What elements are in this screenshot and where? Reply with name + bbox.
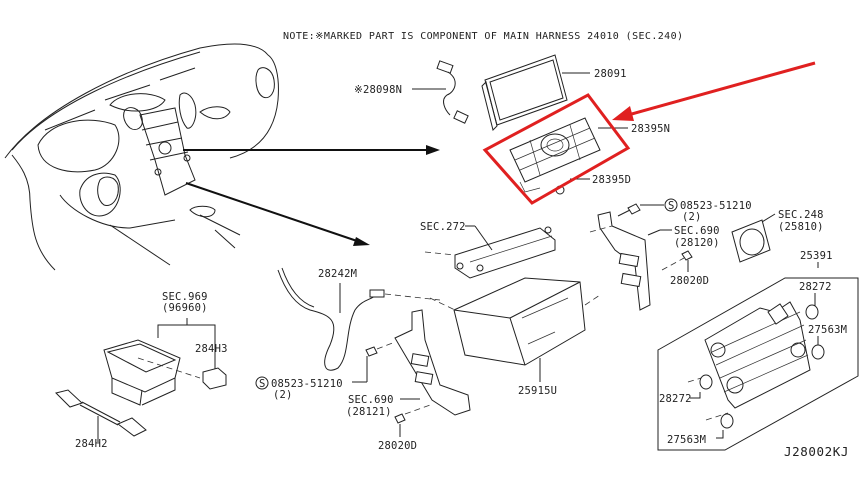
part-284H2-usb-cable: 284H2 [55, 389, 147, 450]
label-28020D-top: 28020D [670, 275, 709, 287]
label-28020D-bottom: 28020D [378, 440, 417, 452]
label-25391: 25391 [800, 250, 833, 262]
diagram-code: J28002KJ [784, 444, 849, 459]
screw-symbol-bottom: S [259, 378, 266, 390]
part-28395N-control-unit: 28395N 28395D [509, 117, 670, 195]
label-27563M-top: 27563M [808, 324, 847, 336]
dashboard-pointer-arrows [183, 145, 440, 246]
label-27563M-bottom: 27563M [667, 434, 706, 446]
label-25915U: 25915U [518, 385, 557, 397]
label-screw-bottom-qty: (2) [273, 389, 293, 401]
highlight-arrow [627, 61, 816, 117]
dashboard-illustration [4, 43, 279, 271]
label-28395D: 28395D [592, 174, 631, 186]
label-28272-top: 28272 [799, 281, 832, 293]
label-screw-bottom: 08523-51210 [271, 378, 343, 390]
part-25915U-main-unit: 25915U [424, 251, 601, 397]
label-28098N: ※28098N [354, 84, 402, 96]
label-sec969-ref: (96960) [162, 302, 208, 314]
label-screw-top: 08523-51210 [680, 200, 752, 212]
label-284H3: 284H3 [195, 343, 228, 355]
part-sec272-unit: SEC.272 [420, 221, 556, 279]
label-284H2: 284H2 [75, 438, 108, 450]
highlight-annotation [482, 61, 816, 205]
screw-symbol-top: S [668, 200, 675, 212]
label-28091: 28091 [594, 68, 627, 80]
label-sec690-top-ref: (28120) [674, 237, 720, 249]
part-28242M-cable: 28242M [277, 267, 441, 371]
part-bracket-28120: S 08523-51210 (2) SEC.690 (28120) 28020D [589, 198, 752, 311]
label-28395N: 28395N [631, 123, 670, 135]
part-25391-switch-assembly: 25391 28272 27563M 28272 27563M [657, 250, 859, 451]
label-sec272: SEC.272 [420, 221, 466, 233]
label-28242M: 28242M [318, 268, 357, 280]
label-28272-bottom: 28272 [659, 393, 692, 405]
part-28091-display: 28091 [481, 54, 627, 131]
label-sec969: SEC.969 [162, 291, 208, 303]
highlight-box [482, 93, 631, 205]
harness-note: NOTE:※MARKED PART IS COMPONENT OF MAIN H… [283, 31, 683, 42]
part-console-tray-96960: SEC.969 (96960) 284H3 [103, 291, 228, 406]
label-screw-top-qty: (2) [682, 211, 702, 223]
label-sec690-bottom: SEC.690 [348, 394, 394, 406]
label-sec248: SEC.248 [778, 209, 824, 221]
part-bracket-28121: S 08523-51210 (2) SEC.690 (28121) 28020D [255, 309, 471, 452]
part-28098N-harness: ※28098N [354, 60, 469, 124]
label-sec690-bottom-ref: (28121) [346, 406, 392, 418]
label-sec248-ref: (25810) [778, 221, 824, 233]
part-speaker-25810: SEC.248 (25810) [731, 209, 824, 263]
label-sec690-top: SEC.690 [674, 225, 720, 237]
